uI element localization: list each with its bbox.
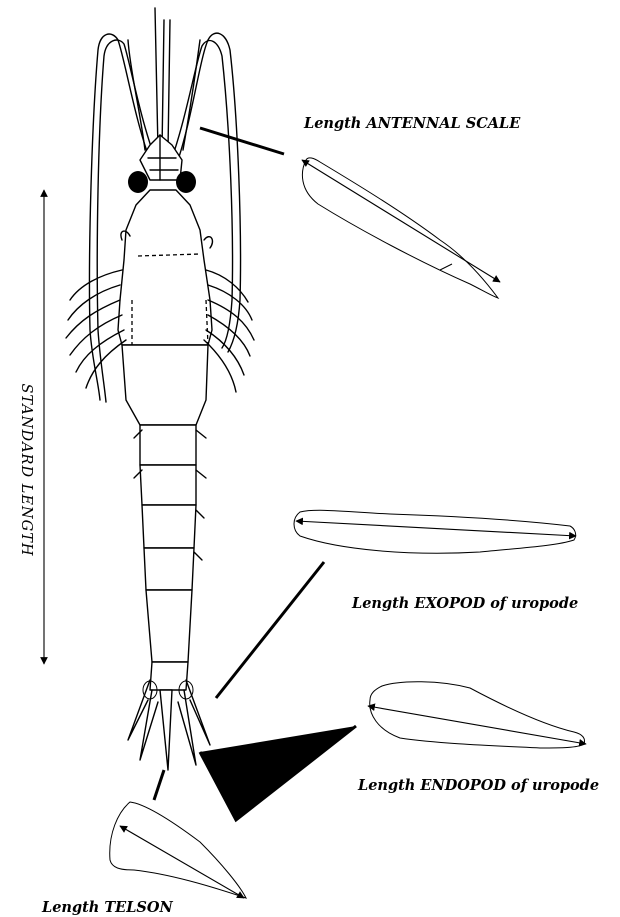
standard-length-label: STANDARD LENGTH — [18, 383, 34, 556]
exopod-outline — [294, 510, 576, 553]
left-eye-icon — [128, 171, 148, 193]
antennal-scale-label: Length ANTENNAL SCALE — [303, 115, 521, 132]
shrimp-illustration — [66, 8, 254, 770]
endopod-label: Length ENDOPOD of uropode — [357, 777, 599, 794]
telson-outline — [110, 802, 246, 898]
tail-fan — [128, 662, 210, 770]
head-appendages — [140, 135, 182, 180]
abdomen — [122, 345, 208, 662]
exopod-detail: Length EXOPOD of uropode — [216, 510, 578, 698]
endopod-detail: Length ENDOPOD of uropode — [200, 682, 599, 820]
antennal-scale-detail: Length ANTENNAL SCALE — [200, 115, 521, 298]
telson-label: Length TELSON — [41, 899, 174, 916]
standard-length-indicator: STANDARD LENGTH — [18, 190, 44, 664]
exopod-label: Length EXOPOD of uropode — [351, 595, 578, 612]
right-eye-icon — [176, 171, 196, 193]
telson-detail: Length TELSON — [41, 770, 246, 916]
